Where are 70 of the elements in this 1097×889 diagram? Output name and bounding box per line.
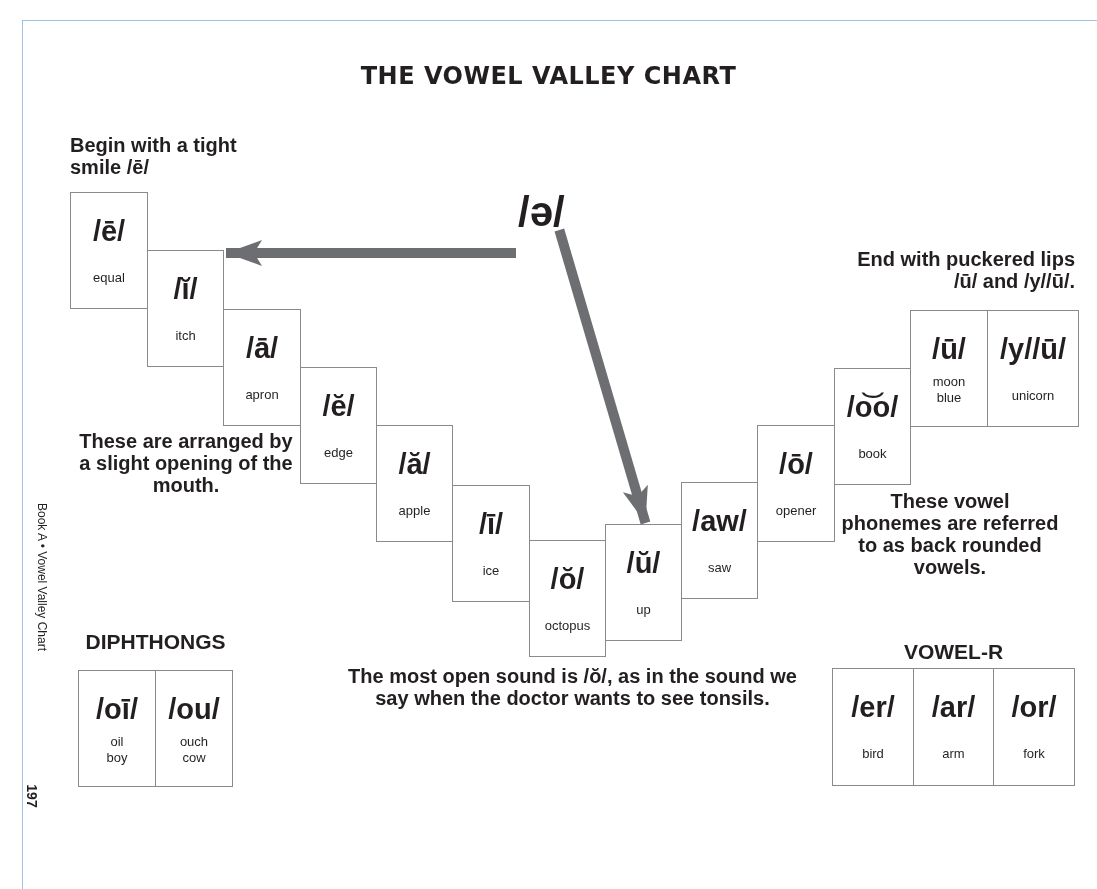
vowel-card bbox=[155, 670, 233, 787]
example-word: ouch bbox=[179, 734, 209, 750]
example-word: fork bbox=[1023, 746, 1045, 762]
phoneme-symbol: /oī/ bbox=[96, 693, 138, 726]
example-word: cow bbox=[182, 750, 206, 766]
vowel-card bbox=[147, 250, 224, 367]
example-word: book bbox=[858, 446, 887, 462]
example-word: bird bbox=[862, 746, 884, 762]
instruction-note: End with puckered lips /ū/ and /y//ū/. bbox=[856, 248, 1075, 292]
instruction-note: Begin with a tight smile /ē/ bbox=[70, 134, 238, 178]
arrow bbox=[226, 240, 516, 266]
vowel-card bbox=[681, 482, 758, 599]
phoneme-symbol: /ar/ bbox=[931, 691, 976, 724]
vowel-card bbox=[376, 425, 453, 542]
vowel-card bbox=[993, 668, 1075, 786]
group-heading: VOWEL-R bbox=[902, 640, 1005, 664]
phoneme-symbol: /y//ū/ bbox=[999, 333, 1067, 366]
phoneme-symbol: /ŭ/ bbox=[626, 547, 661, 580]
vowel-card bbox=[452, 485, 530, 602]
example-word: octopus bbox=[544, 618, 591, 634]
example-word: apple bbox=[398, 503, 431, 519]
example-word: boy bbox=[106, 750, 128, 766]
example-word: opener bbox=[775, 503, 817, 519]
vowel-card bbox=[834, 368, 911, 485]
example-word: up bbox=[636, 602, 651, 618]
example-word: ice bbox=[482, 563, 500, 579]
vowel-card bbox=[913, 668, 994, 786]
vowel-card bbox=[300, 367, 377, 484]
phoneme-symbol: /ĕ/ bbox=[322, 390, 355, 423]
vowel-card bbox=[757, 425, 835, 542]
example-word: moon bbox=[932, 374, 966, 390]
phoneme-symbol: /ō/ bbox=[779, 448, 813, 481]
explanatory-note: These are arranged by a slight opening of the mouth. bbox=[78, 430, 294, 496]
page-number: 197 bbox=[23, 784, 40, 808]
phoneme-symbol: /ē/ bbox=[92, 215, 126, 248]
schwa-symbol: /ə/ bbox=[518, 188, 565, 236]
phoneme-symbol: /ū/ bbox=[932, 333, 966, 366]
explanatory-note: These vowel phonemes are referred to as back rounded vowels. bbox=[840, 490, 1060, 578]
example-word: equal bbox=[93, 270, 125, 286]
vowel-card bbox=[605, 524, 682, 641]
chart-title: THE VOWEL VALLEY CHART bbox=[359, 62, 738, 90]
example-word: blue bbox=[936, 390, 962, 406]
example-word: arm bbox=[942, 746, 965, 762]
vowel-card bbox=[832, 668, 914, 786]
group-heading: DIPHTHONGS bbox=[84, 630, 227, 654]
example-word: oil bbox=[110, 734, 124, 750]
explanatory-note: The most open sound is /ŏ/, as in the sound we say when the doctor wants to see tonsils. bbox=[347, 665, 798, 709]
example-word: edge bbox=[324, 445, 353, 461]
vowel-card bbox=[78, 670, 156, 787]
example-word: itch bbox=[175, 328, 196, 344]
arrow bbox=[554, 228, 651, 525]
example-word: saw bbox=[707, 560, 732, 576]
phoneme-symbol: /er/ bbox=[851, 691, 895, 724]
phoneme-symbol: /o͝o/ bbox=[846, 391, 899, 424]
phoneme-symbol: /ā/ bbox=[245, 332, 279, 365]
vowel-card bbox=[70, 192, 148, 309]
example-word: unicorn bbox=[1011, 388, 1055, 404]
phoneme-symbol: /ĭ/ bbox=[173, 273, 198, 306]
phoneme-symbol: /ŏ/ bbox=[550, 563, 585, 596]
vowel-card bbox=[987, 310, 1079, 427]
vowel-card bbox=[910, 310, 988, 427]
vowel-card bbox=[529, 540, 606, 657]
example-word: apron bbox=[245, 387, 279, 403]
phoneme-symbol: /ă/ bbox=[398, 448, 431, 481]
phoneme-symbol: /aw/ bbox=[692, 505, 747, 538]
phoneme-symbol: /ou/ bbox=[168, 693, 220, 726]
page-footer-text: Book A • Vowel Valley Chart bbox=[35, 501, 49, 654]
vowel-card bbox=[223, 309, 301, 426]
phoneme-symbol: /ī/ bbox=[478, 508, 504, 541]
phoneme-symbol: /or/ bbox=[1011, 691, 1057, 724]
